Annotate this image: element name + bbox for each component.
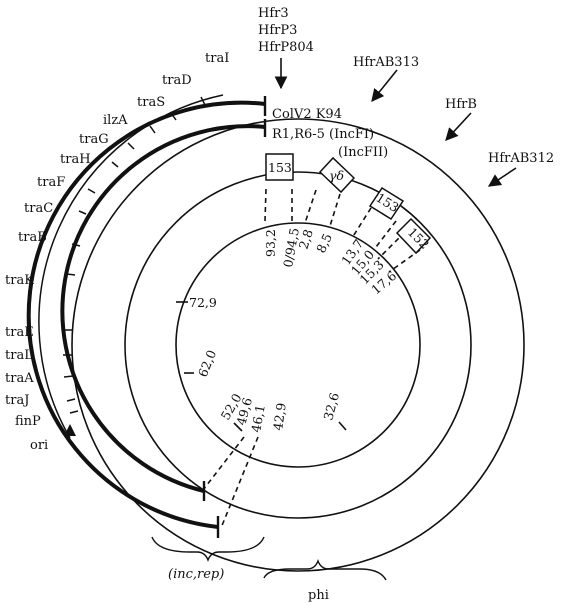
coord-32-6: 32,6 [320, 391, 342, 422]
hfrab312-arrow [487, 167, 517, 187]
is2-box [395, 217, 432, 255]
is3-right-box [368, 186, 405, 221]
gene-traD: traD [162, 73, 192, 88]
inner-circle [175, 222, 421, 468]
dashed-connectors [202, 188, 421, 529]
coord-49-6: 49,6 [233, 396, 255, 427]
is3-left-label: 153 [268, 160, 292, 175]
gene-traS: traS [137, 95, 165, 110]
gene-traL: traL [5, 348, 33, 363]
gene-traK: traK [5, 273, 34, 288]
gene-traG: traG [79, 132, 109, 147]
inner-ticks [176, 301, 347, 432]
hfrb-label: HfrB [445, 97, 477, 112]
coord-2-8: 2,8 [296, 227, 316, 251]
gene-traA: traA [5, 371, 34, 386]
is3-left-box [265, 153, 294, 181]
hfrb-arrow [445, 112, 472, 141]
phi-label: phi [308, 588, 329, 603]
coord-0-94-5: 0/94,5 [280, 227, 302, 269]
gene-traJ: traJ [5, 393, 29, 408]
coord-42-9: 42,9 [270, 402, 289, 432]
hfrab313-arrow [371, 69, 398, 102]
ori-arrow-icon [64, 424, 76, 436]
gene-traF: traF [37, 175, 65, 190]
middle-circle [124, 171, 472, 519]
phi-brace [263, 559, 387, 581]
gene-traC: traC [24, 201, 53, 216]
coord-8-5: 8,5 [313, 231, 335, 255]
gene-traE: traE [5, 325, 34, 340]
gene-finP: finP [15, 414, 41, 429]
plasmid-colv-label: ColV2 K94 [272, 107, 342, 122]
colv-arc [26, 100, 266, 529]
plasmid-incfii-label: (IncFII) [338, 145, 388, 160]
r1-arc [60, 124, 266, 493]
hfrab313-label: HfrAB313 [353, 55, 419, 70]
tra-ticks [63, 96, 206, 414]
coord-93-2: 93,2 [263, 229, 278, 257]
inc-rep-brace [151, 536, 265, 562]
gene-traI: traI [205, 51, 229, 66]
coord-72-9: 72,9 [189, 295, 217, 310]
hfr-top-label-3: HfrP804 [258, 40, 314, 55]
gamma-delta-label: γδ [329, 168, 344, 183]
gene-ilzA: ilzA [103, 113, 128, 128]
gamma-delta-box [318, 156, 356, 194]
hfrab312-label: HfrAB312 [488, 151, 554, 166]
hfr-arrows [274, 58, 517, 187]
gene-traH: traH [60, 152, 91, 167]
outer-circle [71, 118, 525, 572]
coord-46-1: 46,1 [248, 403, 268, 433]
coord-62-0: 62,0 [195, 348, 219, 379]
hfr-top-label-1: Hfr3 [258, 6, 289, 21]
gene-ori: ori [30, 438, 48, 453]
hfr-top-label-2: HfrP3 [258, 23, 297, 38]
inc-rep-label: (inc,rep) [168, 567, 224, 582]
plasmid-r1-label: R1,R6-5 (IncFI) [272, 127, 374, 142]
gene-traB: traB [18, 230, 47, 245]
